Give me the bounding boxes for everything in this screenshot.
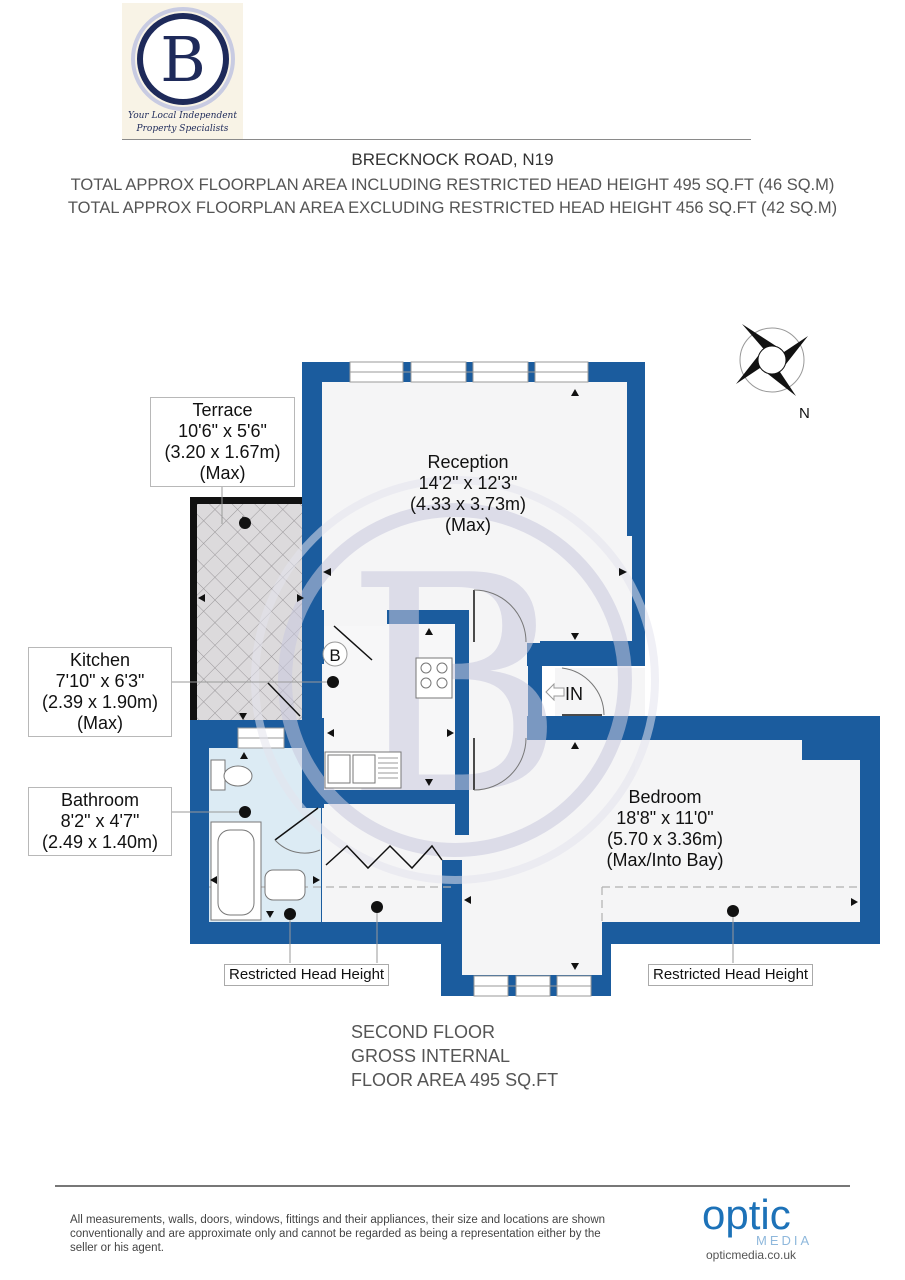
entrance-marker: IN [545,682,583,704]
kitchen-fixtures [324,657,453,789]
restricted-head-height-left: Restricted Head Height [224,964,390,986]
drainer-icon [378,757,398,779]
bedroom-metric: (5.70 x 3.36m) [606,829,724,849]
tagline-line-1: Your Local Independent [128,111,237,121]
terrace-note: (Max) [199,463,246,483]
bedroom-note: (Max/Into Bay) [606,850,724,870]
measurement-arrows [198,389,858,970]
restricted-head-height-right: Restricted Head Height [648,964,814,986]
agent-tagline: Your Local Independent Property Speciali… [122,110,243,136]
reception-imperial: 14'2" x 12'3" [418,473,518,493]
property-address: BRECKNOCK ROAD, N19 [351,150,554,169]
bedroom-imperial: 18'8" x 11'0" [616,808,714,828]
optic-media-logo-icon: optic MEDIA [702,1193,812,1248]
toilet-cistern-icon [210,759,226,791]
floor-name: SECOND FLOOR [351,1022,496,1042]
terrace-metric: (3.20 x 1.67m) [164,442,281,462]
disclaimer: All measurements, walls, doors, windows,… [70,1214,606,1254]
kitchen-metric: (2.39 x 1.90m) [41,692,159,712]
floor-summary: SECOND FLOOR GROSS INTERNAL FLOOR AREA 4… [351,1020,558,1092]
floor-gross-internal: GROSS INTERNAL [351,1046,511,1066]
reception-name: Reception [427,452,509,472]
hob-icon [415,657,453,699]
door-swings [274,589,605,854]
terrace-area [190,497,305,730]
floor-area: FLOOR AREA 495 SQ.FT [351,1070,559,1090]
toilet-icon [223,765,253,787]
bathroom-label: Bathroom 8'2" x 4'7" (2.49 x 1.40m) [28,787,172,856]
svg-text:IN: IN [565,684,583,704]
svg-text:B: B [345,512,565,861]
entrance-arrow-icon [545,682,565,702]
header-divider [122,139,751,140]
terrace-label: Terrace 10'6" x 5'6" (3.20 x 1.67m) (Max… [150,397,295,487]
label-dots [239,517,739,920]
optic-media-url[interactable]: opticmedia.co.uk [706,1248,797,1262]
svg-text:B: B [329,646,340,665]
kitchen-note: (Max) [77,713,123,733]
reception-label: Reception 14'2" x 12'3" (4.33 x 3.73m) (… [388,452,548,536]
svg-text:MEDIA: MEDIA [756,1233,812,1248]
area-including-restricted: TOTAL APPROX FLOORPLAN AREA INCLUDING RE… [70,176,835,194]
doors [267,590,602,870]
agent-b-logo-icon: B [131,7,235,111]
bedroom-label: Bedroom 18'8" x 11'0" (5.70 x 3.36m) (Ma… [585,787,745,871]
bathroom-fixtures [210,759,306,921]
bathroom-metric: (2.49 x 1.40m) [41,832,159,852]
footer-divider [55,1185,850,1187]
svg-text:B: B [160,23,206,96]
terrace-name: Terrace [192,400,253,420]
svg-text:optic: optic [702,1193,791,1238]
bathroom-name: Bathroom [60,790,140,810]
kitchen-label: Kitchen 7'10" x 6'3" (2.39 x 1.90m) (Max… [28,647,172,737]
bathroom-imperial: 8'2" x 4'7" [60,811,140,831]
kitchen-name: Kitchen [69,650,131,670]
kitchen-imperial: 7'10" x 6'3" [55,671,145,691]
leader-lines [172,487,734,963]
compass-icon: N [736,324,810,422]
reception-metric: (4.33 x 3.73m) [409,494,527,514]
area-excluding-restricted: TOTAL APPROX FLOORPLAN AREA EXCLUDING RE… [67,199,838,217]
reception-note: (Max) [445,515,491,535]
watermark-b-icon: B [251,476,659,884]
agent-logo: B [122,3,243,139]
terrace-imperial: 10'6" x 5'6" [178,421,267,441]
tagline-line-2: Property Specialists [136,124,229,134]
svg-text:N: N [799,405,810,422]
bedroom-name: Bedroom [628,787,702,807]
basin-icon [264,869,306,901]
boiler-icon: B [322,641,348,667]
